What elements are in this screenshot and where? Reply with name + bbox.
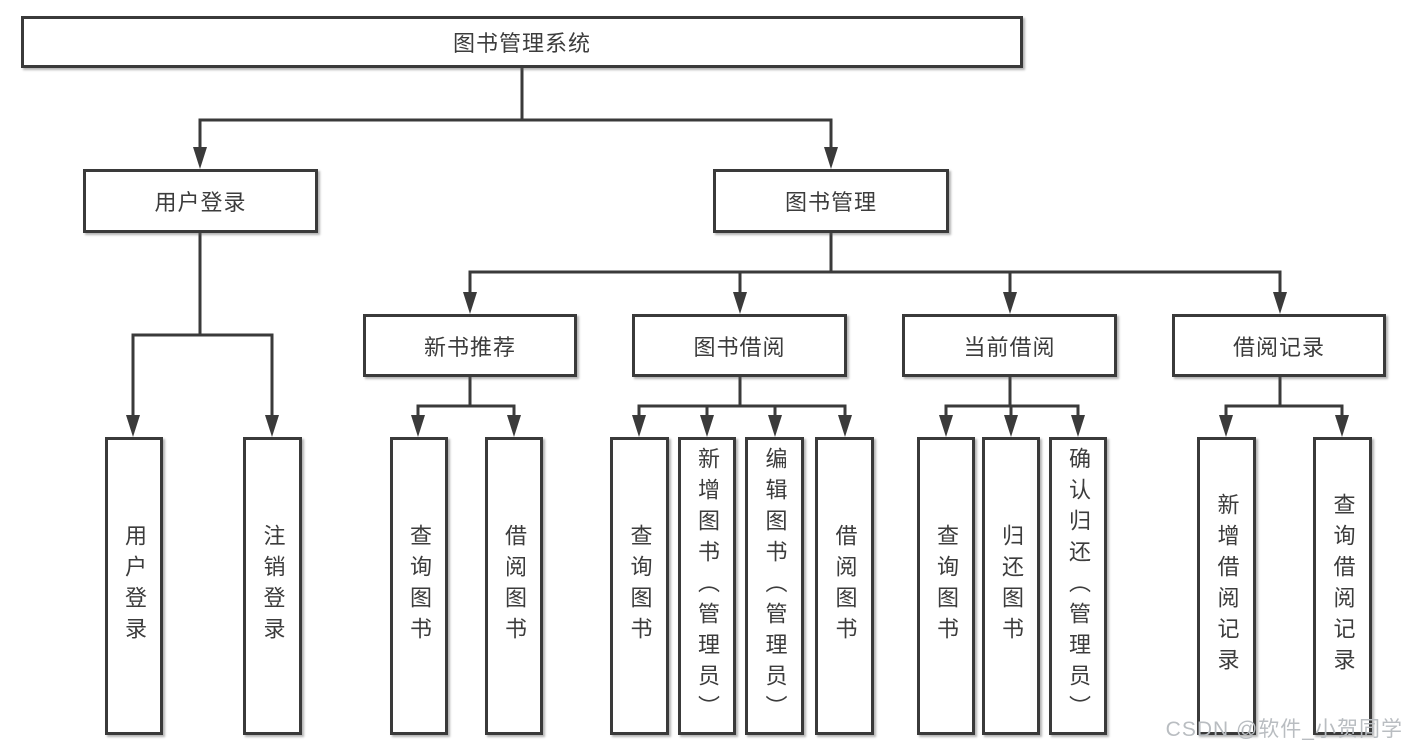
- node-book-borrowing-label: 图书借阅: [693, 334, 786, 360]
- node-root-label: 图书管理系统: [452, 31, 591, 56]
- node-new-book-recommend: 新书推荐: [363, 314, 577, 377]
- leaf-query-books-2-label: 查询图书: [627, 524, 653, 648]
- leaf-borrow-books-1-label: 借阅图书: [502, 524, 527, 648]
- leaf-query-books-1: 查询图书: [390, 437, 448, 735]
- leaf-logout-label: 注销登录: [260, 524, 286, 648]
- leaf-confirm-return-admin: 确认归还（管理员）: [1049, 437, 1107, 735]
- node-user-login-label: 用户登录: [154, 190, 247, 215]
- arrowheads-user-login-children: [126, 415, 279, 437]
- arrowheads-book-borrowing-children: [632, 415, 852, 437]
- connector-current-borrowing-children: [944, 377, 1080, 417]
- node-borrowing-records-label: 借阅记录: [1232, 334, 1325, 360]
- leaf-query-books-1-label: 查询图书: [407, 524, 432, 648]
- connector-book-borrowing-children: [637, 377, 847, 417]
- leaf-query-borrow-record-label: 查询借阅记录: [1330, 493, 1356, 679]
- leaf-borrow-books-2-label: 借阅图书: [832, 524, 858, 648]
- node-current-borrowing: 当前借阅: [902, 314, 1117, 377]
- connector-root-split: [198, 67, 833, 149]
- leaf-query-books-2: 查询图书: [610, 437, 669, 735]
- watermark: CSDN @软件_小贺同学: [1165, 718, 1403, 741]
- node-borrowing-records: 借阅记录: [1172, 314, 1386, 377]
- node-book-management: 图书管理: [713, 169, 949, 233]
- leaf-return-books: 归还图书: [982, 437, 1040, 735]
- leaf-query-books-3-label: 查询图书: [934, 524, 959, 648]
- leaf-edit-books-admin: 编辑图书（管理员）: [745, 437, 804, 735]
- leaf-user-login-label: 用户登录: [122, 524, 147, 648]
- connector-book-management-children: [468, 233, 1282, 294]
- node-user-login: 用户登录: [83, 169, 318, 233]
- leaf-add-books-admin: 新增图书（管理员）: [678, 437, 736, 735]
- leaf-query-borrow-record: 查询借阅记录: [1313, 437, 1372, 735]
- connector-user-login-children: [131, 233, 274, 417]
- arrowheads-new-book-recommend-children: [411, 415, 521, 437]
- connector-borrowing-records-children: [1224, 377, 1344, 417]
- arrowheads-book-management-children: [463, 292, 1287, 314]
- leaf-borrow-books-1: 借阅图书: [485, 437, 543, 735]
- leaf-add-books-admin-label: 新增图书（管理员）: [695, 446, 720, 726]
- leaf-query-books-3: 查询图书: [917, 437, 975, 735]
- node-book-borrowing: 图书借阅: [632, 314, 847, 377]
- connector-new-book-recommend-children: [416, 377, 516, 417]
- leaf-borrow-books-2: 借阅图书: [815, 437, 874, 735]
- leaf-confirm-return-admin-label: 确认归还（管理员）: [1066, 446, 1091, 726]
- arrowheads-current-borrowing-children: [939, 415, 1085, 437]
- node-book-management-label: 图书管理: [784, 190, 877, 215]
- leaf-return-books-label: 归还图书: [999, 524, 1024, 648]
- leaf-add-borrow-record: 新增借阅记录: [1197, 437, 1256, 735]
- leaf-edit-books-admin-label: 编辑图书（管理员）: [762, 446, 788, 726]
- arrowheads-root-split: [193, 147, 838, 169]
- leaf-logout: 注销登录: [243, 437, 302, 735]
- leaf-add-borrow-record-label: 新增借阅记录: [1214, 493, 1240, 679]
- arrowheads-borrowing-records-children: [1219, 415, 1349, 437]
- leaf-user-login: 用户登录: [105, 437, 163, 735]
- node-current-borrowing-label: 当前借阅: [963, 334, 1056, 360]
- node-new-book-recommend-label: 新书推荐: [423, 334, 516, 360]
- node-root: 图书管理系统: [21, 16, 1023, 68]
